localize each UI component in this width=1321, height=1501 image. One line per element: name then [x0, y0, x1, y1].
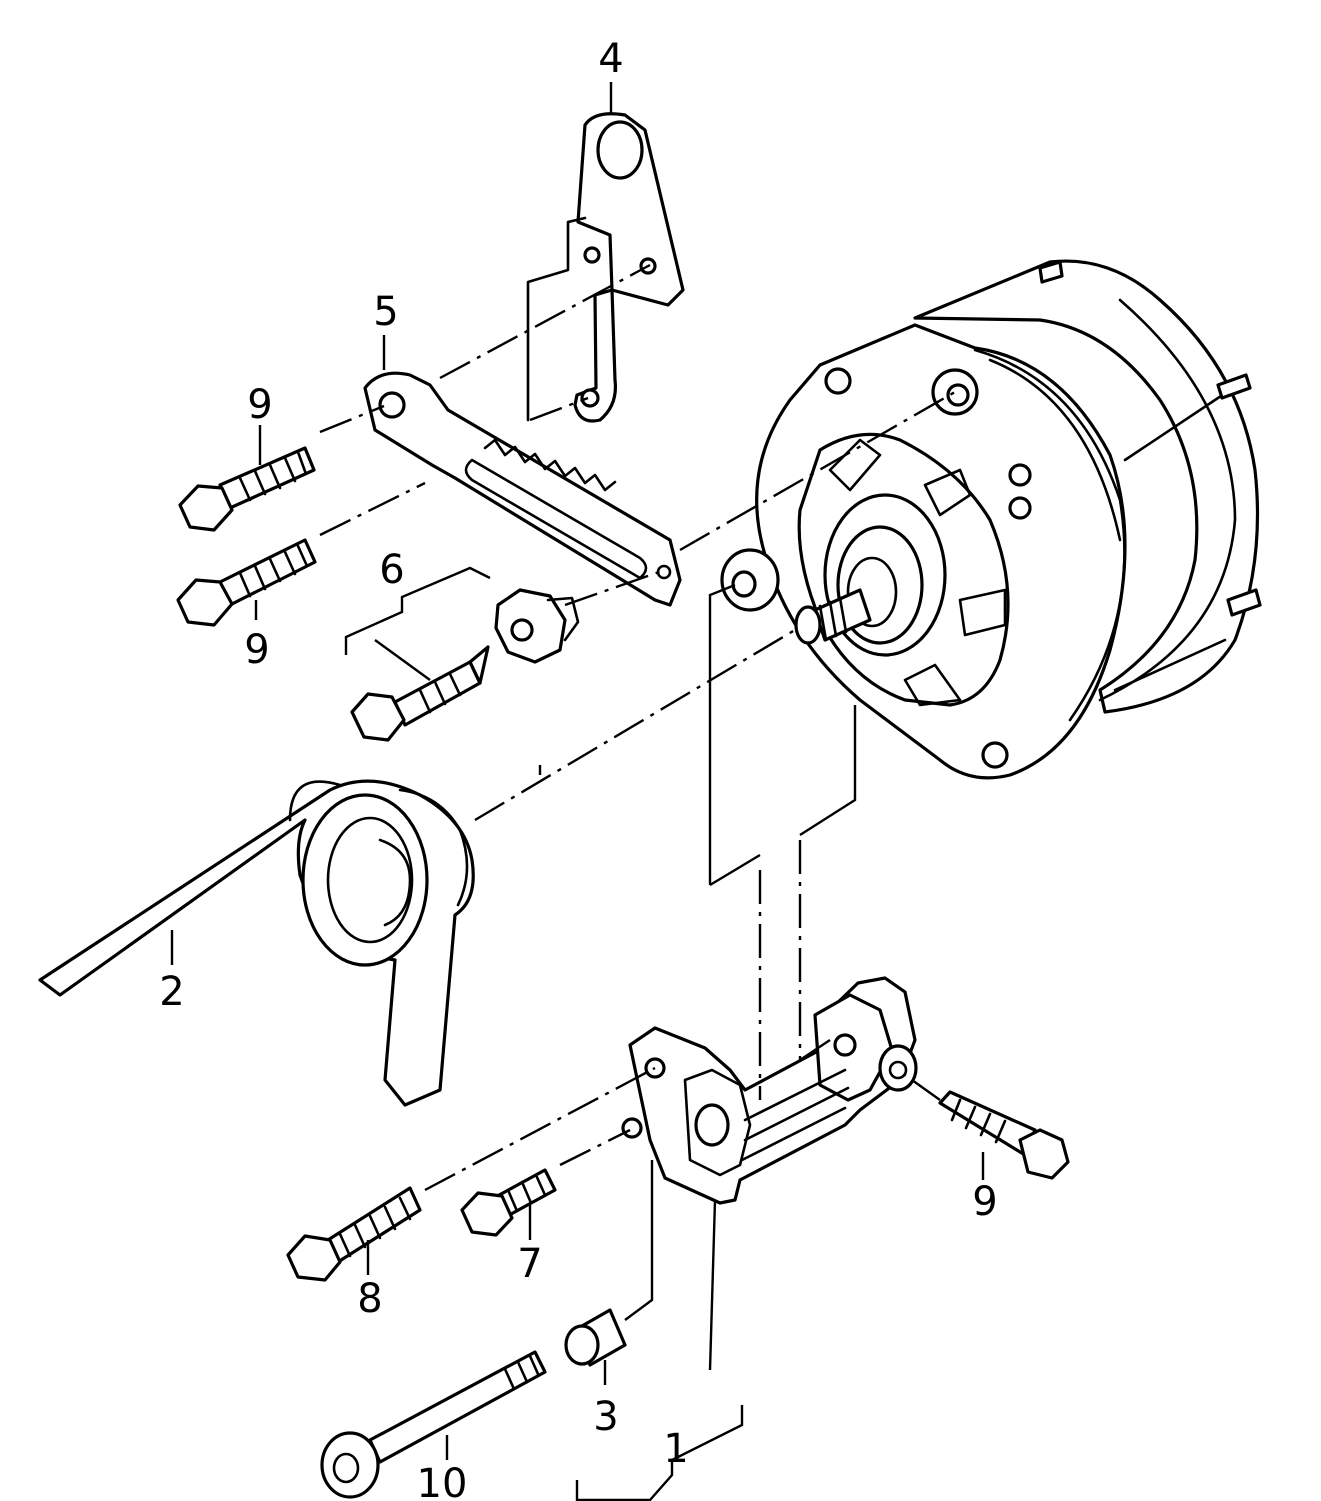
callout-5: 5	[373, 289, 398, 335]
tension-strap-5	[363, 371, 682, 607]
callout-9-upper: 9	[247, 382, 272, 428]
callout-1: 1	[663, 1426, 688, 1472]
callout-10: 10	[417, 1461, 468, 1501]
callout-4: 4	[598, 36, 623, 82]
bolt-7	[460, 1168, 557, 1237]
callout-3: 3	[593, 1394, 618, 1440]
callout-9-lower: 9	[972, 1179, 997, 1225]
bolt-9-upper	[178, 446, 316, 532]
callout-7: 7	[517, 1241, 542, 1287]
callout-leaders	[170, 82, 985, 1501]
bolt-8	[286, 1186, 422, 1282]
sleeve-3	[564, 1308, 627, 1367]
bolt-9-middle	[176, 538, 317, 627]
bolt-10	[320, 1350, 547, 1499]
adjuster-bolt-6	[350, 588, 580, 742]
callout-9-middle: 9	[244, 627, 269, 673]
assembly-centerlines	[319, 263, 956, 1371]
bolt-9-lower	[938, 1090, 1070, 1180]
callout-8: 8	[357, 1276, 382, 1322]
bracket-4	[526, 112, 685, 423]
v-belt-2	[38, 779, 475, 1107]
mounting-bracket-1	[621, 976, 918, 1205]
callout-2: 2	[159, 969, 184, 1015]
alternator	[720, 259, 1262, 780]
callout-6: 6	[379, 547, 404, 593]
